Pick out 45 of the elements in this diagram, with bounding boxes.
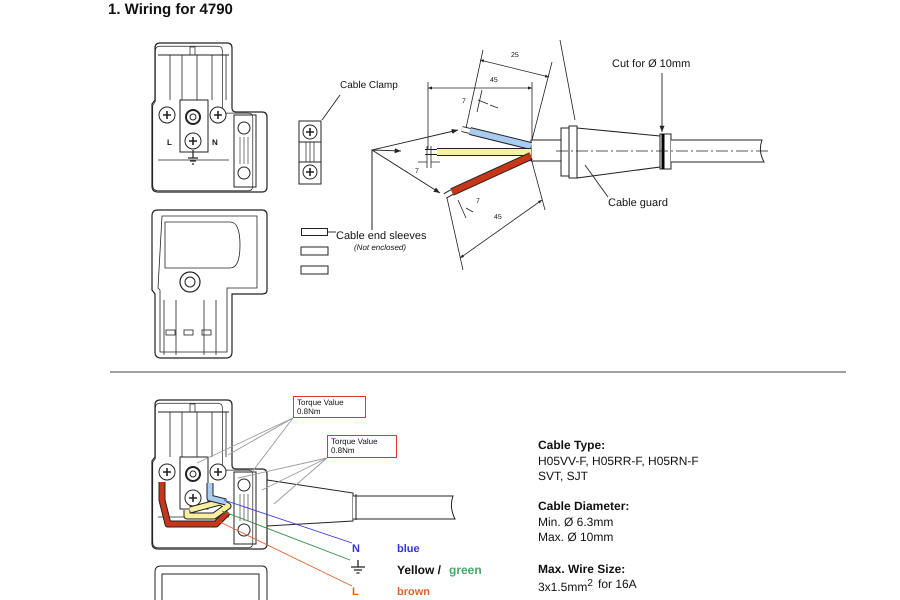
spec-heading: Cable Type:: [538, 439, 606, 453]
leader-line: [322, 94, 340, 120]
cable-clamp-drawing: [298, 120, 322, 185]
arrow: [659, 72, 665, 132]
note-text: 0.8Nm: [331, 446, 355, 456]
leader-line: [220, 522, 352, 586]
leader-line: [222, 510, 350, 560]
wire-color-label: brown: [397, 586, 430, 599]
wire-color-label: Yellow /: [397, 564, 442, 578]
callout-label: Cable guard: [608, 197, 682, 212]
terminal-label: N: [212, 138, 218, 148]
spec-text: Min. Ø 6.3mm: [538, 516, 614, 530]
spec-text: for 16A: [598, 578, 637, 592]
leader-line: [584, 164, 608, 198]
spec-text: Max. Ø 10mm: [538, 531, 614, 545]
leader-line: [238, 458, 328, 478]
note-text: 0.8Nm: [297, 407, 321, 416]
note-text: Torque Value: [297, 398, 344, 408]
cable-end-sleeve: [301, 228, 328, 236]
spec-text: 3x1.5mm$^{2}$: [538, 578, 593, 595]
diagram-title: 1. Wiring for 4790: [108, 1, 233, 18]
terminal-label: N: [352, 543, 364, 558]
callout-label: Cut for Ø 10mm: [612, 58, 712, 73]
spec-text: H05VV-F, H05RR-F, H05RN-F: [538, 455, 699, 469]
callout-label: Cable end sleeves: [336, 230, 427, 243]
spec-text: SVT, SJT: [538, 470, 588, 484]
terminal-label: L: [167, 138, 172, 148]
leader-line: [224, 500, 352, 544]
leader-line: [274, 458, 328, 504]
leader-line: [196, 418, 294, 464]
callout-note: (Not enclosed): [354, 242, 406, 252]
leader-line: [228, 418, 294, 456]
wire-color-label: blue: [397, 543, 420, 556]
spec-heading: Max. Wire Size:: [538, 563, 626, 577]
ground-symbol-icon: [350, 560, 366, 575]
wire-color-label: green: [449, 564, 482, 578]
spec-heading: Cable Diameter:: [538, 500, 630, 514]
terminal-label: L: [352, 586, 364, 600]
torque-note-box: [327, 435, 397, 458]
arrow: [372, 149, 440, 230]
leader-line: [262, 458, 328, 490]
callout-label: Cable Clamp: [340, 80, 416, 95]
note-text: Torque Value: [331, 437, 378, 446]
leader-line: [252, 418, 294, 472]
torque-note-box: [293, 396, 366, 418]
